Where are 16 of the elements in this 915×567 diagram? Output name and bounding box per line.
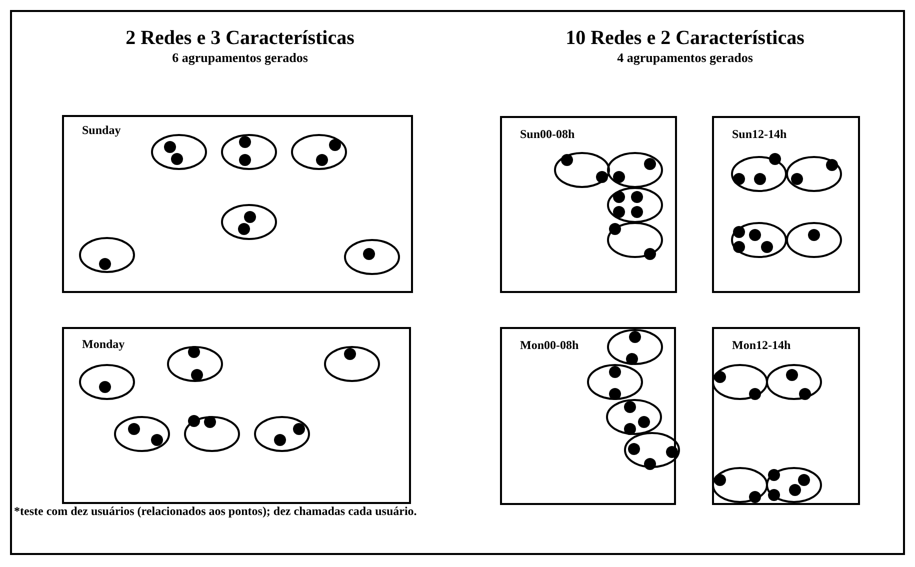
panel-label: Monday <box>82 337 125 352</box>
cluster-panel <box>712 116 860 293</box>
cluster-panel <box>712 327 860 505</box>
panel-label: Sunday <box>82 123 121 138</box>
section-subtitle: 4 agrupamentos gerados <box>616 50 754 66</box>
cluster-panel <box>500 116 677 293</box>
panel-label: Sun00-08h <box>520 127 575 142</box>
cluster-panel <box>62 327 411 504</box>
panel-label: Sun12-14h <box>732 127 787 142</box>
panel-label: Mon00-08h <box>520 338 579 353</box>
cluster-panel <box>62 115 413 293</box>
footnote: *teste com dez usuários (relacionados aos pontos); dez chamadas cada usuário. <box>14 504 417 519</box>
section-title: 2 Redes e 3 Características <box>124 26 356 51</box>
panel-label: Mon12-14h <box>732 338 791 353</box>
section-title: 10 Redes e 2 Características <box>564 26 806 51</box>
section-subtitle: 6 agrupamentos gerados <box>171 50 309 66</box>
